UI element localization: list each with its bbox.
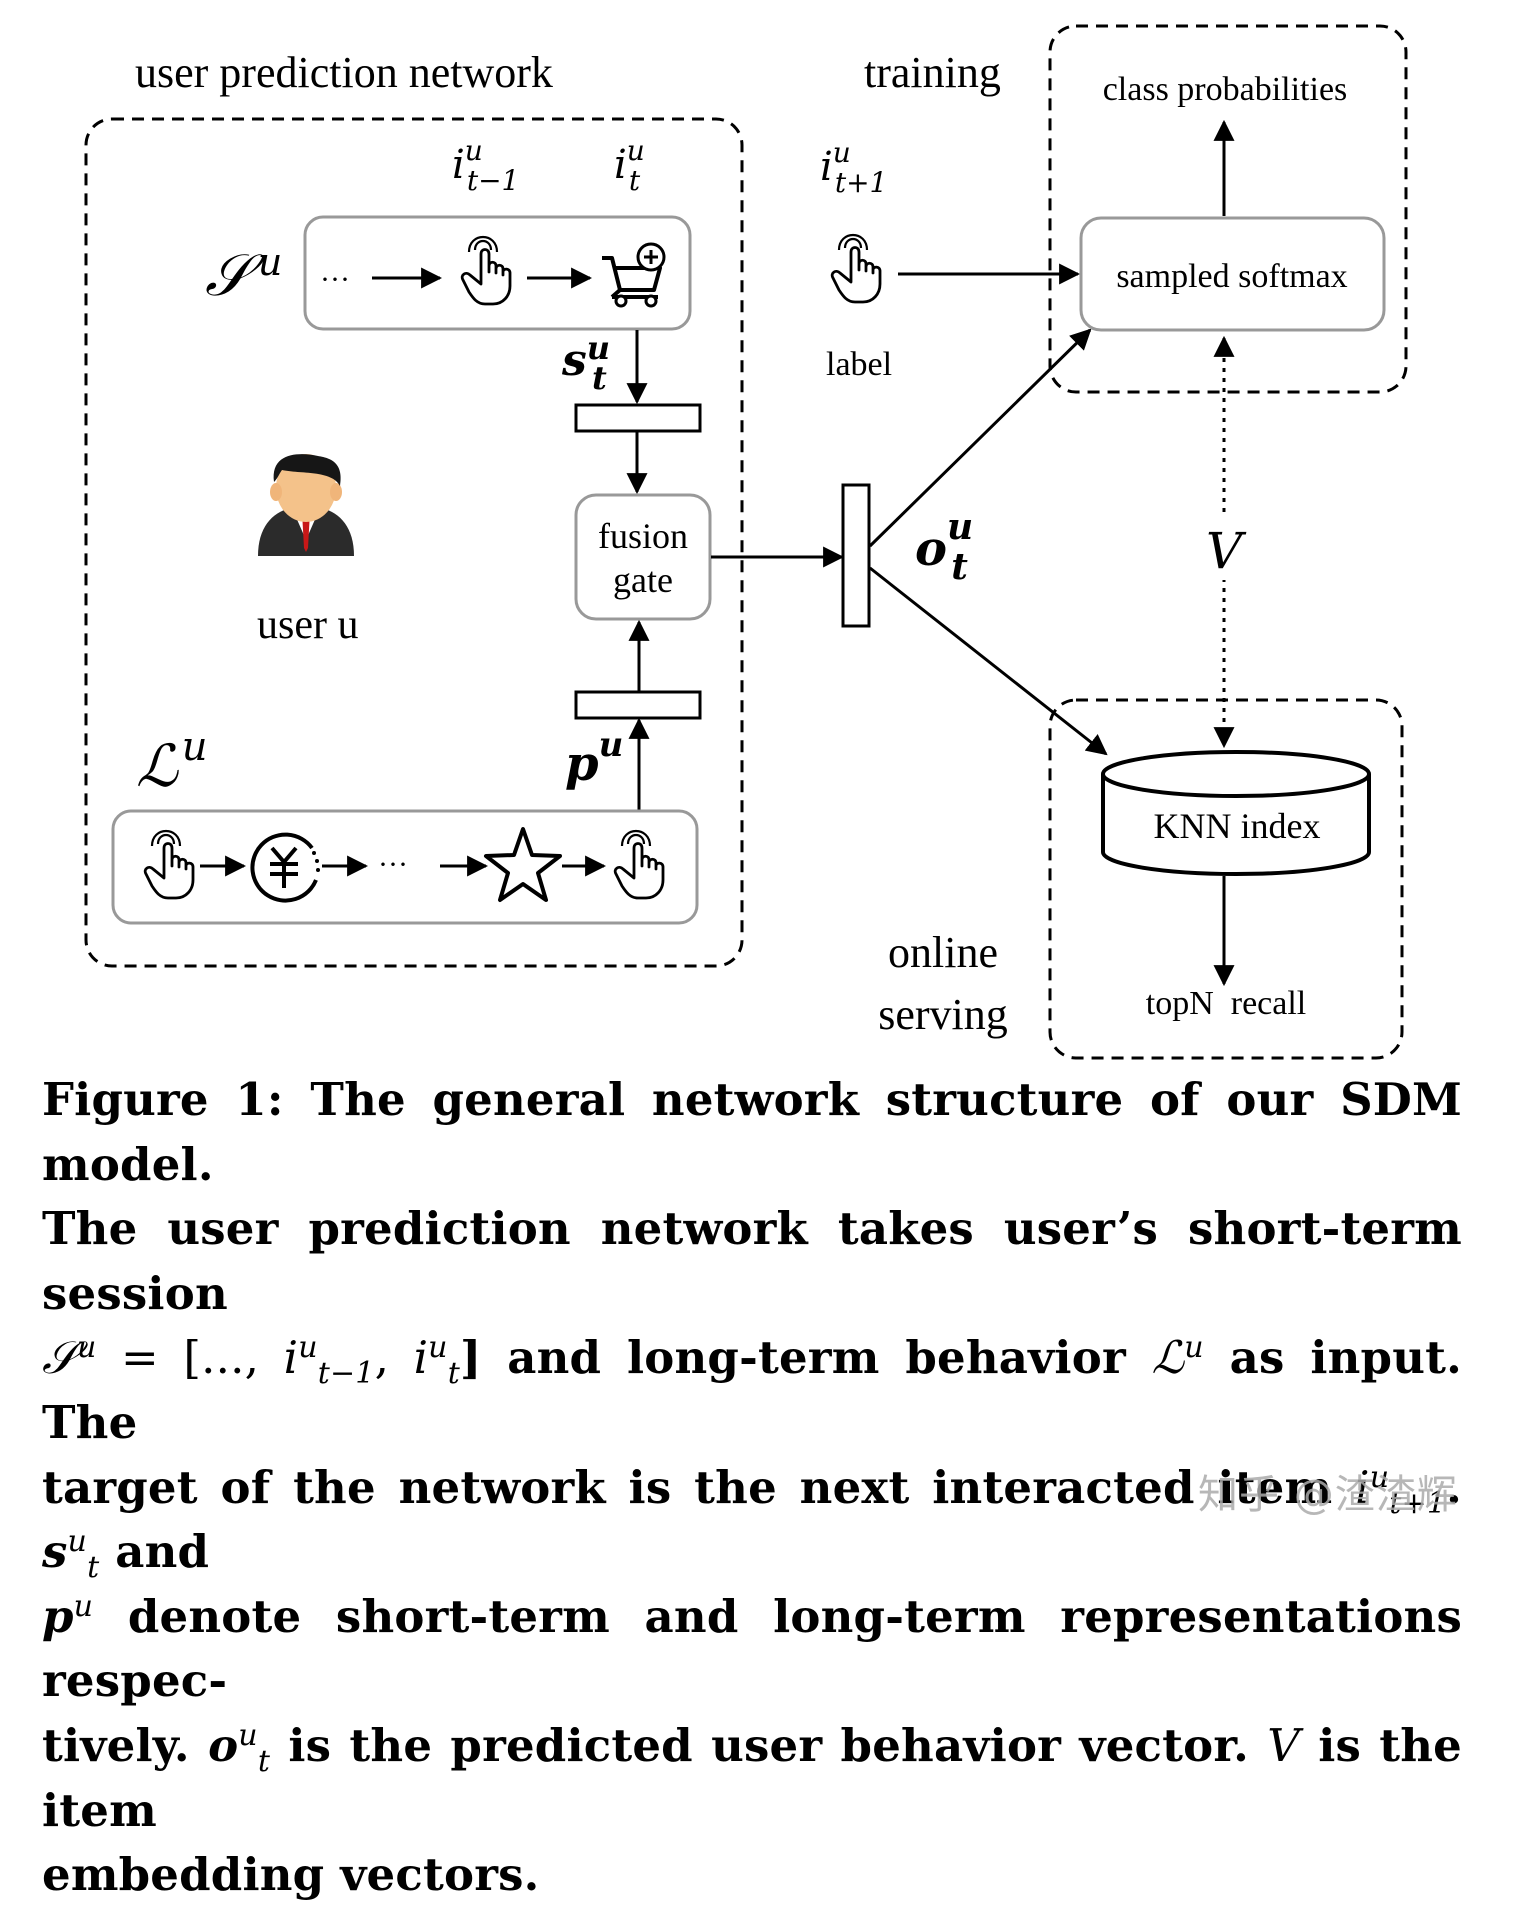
sampled-softmax-label: sampled softmax <box>1116 258 1347 295</box>
long-term-representation-symbol: pu <box>565 725 623 792</box>
training-label: training <box>864 48 1001 97</box>
click-hand-icon <box>830 233 882 304</box>
database-cylinder-icon <box>1101 750 1371 876</box>
online-serving-box <box>1048 698 1404 1060</box>
sampled-softmax-box <box>1079 216 1386 332</box>
star-icon <box>484 827 562 902</box>
fusion-gate-box <box>574 493 712 621</box>
short-term-vector <box>574 403 702 433</box>
user-behavior-vector <box>841 483 871 628</box>
click-hand-icon <box>460 235 512 306</box>
v-label-background <box>1198 518 1250 580</box>
output-to-softmax-arrow <box>868 328 1092 548</box>
item-embedding-symbol: V <box>1206 522 1247 580</box>
caption-line-2: The user prediction network takes user’s… <box>42 1202 1462 1320</box>
long-term-ellipsis: ··· <box>378 848 408 881</box>
gate-label: gate <box>613 560 673 600</box>
user-avatar-icon <box>258 454 354 556</box>
short-term-ellipsis: ··· <box>320 263 350 296</box>
watermark: 知乎 @渣渣辉 <box>1198 1472 1458 1518</box>
yen-coin-icon <box>250 832 320 903</box>
knn-index-label: KNN index <box>1154 806 1321 846</box>
class-probabilities-label: class probabilities <box>1103 71 1348 108</box>
short-term-sequence-box <box>303 215 692 331</box>
click-hand-icon <box>613 829 665 900</box>
user-prediction-network-box <box>84 117 744 968</box>
caption-line-5: pu denote short-term and long-term repre… <box>42 1588 1462 1708</box>
fusion-label: fusion <box>598 516 688 556</box>
shopping-cart-add-icon <box>602 242 666 308</box>
click-hand-icon <box>143 829 195 900</box>
output-to-knn-arrow <box>869 566 1108 756</box>
serving-label: serving <box>878 990 1008 1039</box>
user-u-label: user u <box>257 602 358 648</box>
caption-line-1: Figure 1: The general network structure … <box>42 1073 1462 1191</box>
topn-recall-label: topN recall <box>1146 985 1307 1022</box>
online-label: online <box>888 928 998 977</box>
label-text: label <box>826 346 892 383</box>
long-term-sequence-box <box>111 809 699 925</box>
long-term-vector <box>574 690 702 720</box>
user-prediction-network-title: user prediction network <box>135 48 553 97</box>
caption-line-6: tively. out is the predicted user behavi… <box>42 1717 1463 1837</box>
caption-line-7: embedding vectors. <box>42 1848 540 1902</box>
caption-line-3: 𝒮u = [..., iut−1, iut] and long-term beh… <box>42 1330 1462 1449</box>
